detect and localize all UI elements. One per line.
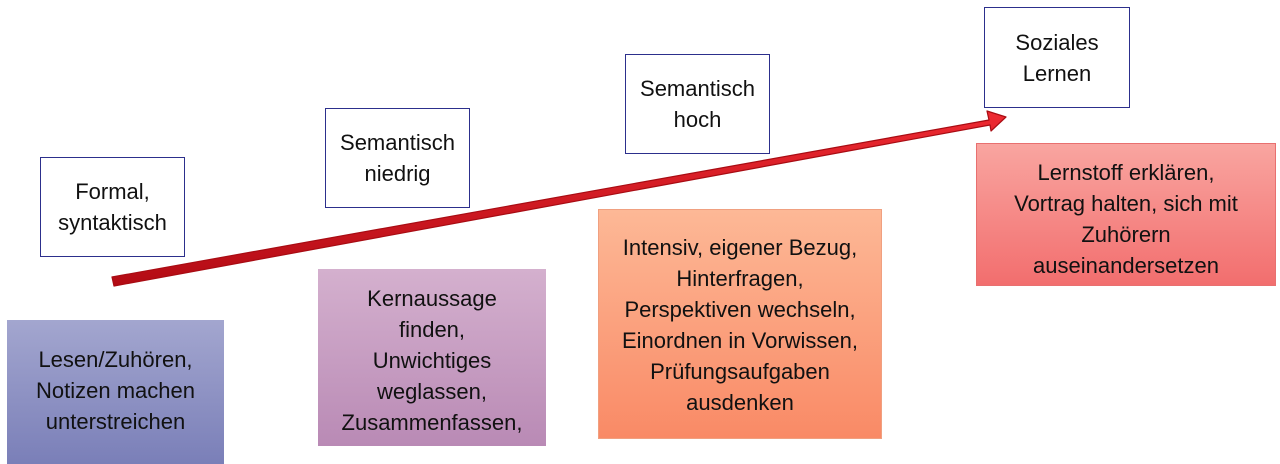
activity-intensive-box: Intensiv, eigener Bezug, Hinterfragen, P… [598,209,882,439]
activity-core-line-5: Zusammenfassen, [341,410,523,435]
activity-explain-line-2: Vortrag halten, sich mit [1014,191,1238,216]
stage-formal-line-2: syntaktisch [58,210,167,235]
activity-intensive-line-4: Einordnen in Vorwissen, [621,328,859,353]
activity-intensive-line-3: Perspektiven wechseln, [624,297,856,322]
activity-explain-line-3: Zuhörern [1081,222,1171,247]
stage-social-line-1: Soziales [1015,29,1099,55]
stage-formal-line-1: Formal, [75,179,150,204]
activity-reading-line-2: Notizen machen [36,378,195,403]
activity-explain-line-4: auseinandersetzen [1033,253,1219,278]
activity-intensive-line-6: ausdenken [686,390,794,415]
activity-reading-box: Lesen/Zuhören, Notizen machen unterstrei… [7,320,224,464]
stage-semantic-low-line-2: niedrig [364,161,431,186]
activity-intensive-line-5: Prüfungsaufgaben [650,359,830,384]
stage-formal-box: Formal, syntaktisch [40,157,185,257]
activity-explain-box: Lernstoff erklären, Vortrag halten, sich… [976,143,1276,286]
stage-social-box: Soziales Lernen [984,7,1130,108]
stage-semantic-low-line-1: Semantisch [340,130,455,155]
stage-semantic-high-line-1: Semantisch [640,76,755,101]
stage-semantic-low-box: Semantisch niedrig [325,108,470,208]
activity-reading-line-3: unterstreichen [45,409,186,434]
stage-semantic-high-box: Semantisch hoch [625,54,770,154]
activity-intensive-line-1: Intensiv, eigener Bezug, [622,235,858,260]
activity-intensive-line-2: Hinterfragen, [676,266,804,291]
activity-core-line-4: weglassen, [376,379,488,404]
activity-core-line-3: Unwichtiges [372,348,492,373]
activity-explain-line-1: Lernstoff erklären, [1037,160,1215,185]
stage-semantic-high-line-2: hoch [673,107,722,132]
activity-core-box: Kernaussage finden, Unwichtiges weglasse… [318,269,546,446]
activity-core-line-2: finden, [398,317,466,342]
stage-social-line-2: Lernen [1022,60,1092,86]
activity-core-line-1: Kernaussage [367,286,497,311]
activity-reading-line-1: Lesen/Zuhören, [38,347,193,372]
